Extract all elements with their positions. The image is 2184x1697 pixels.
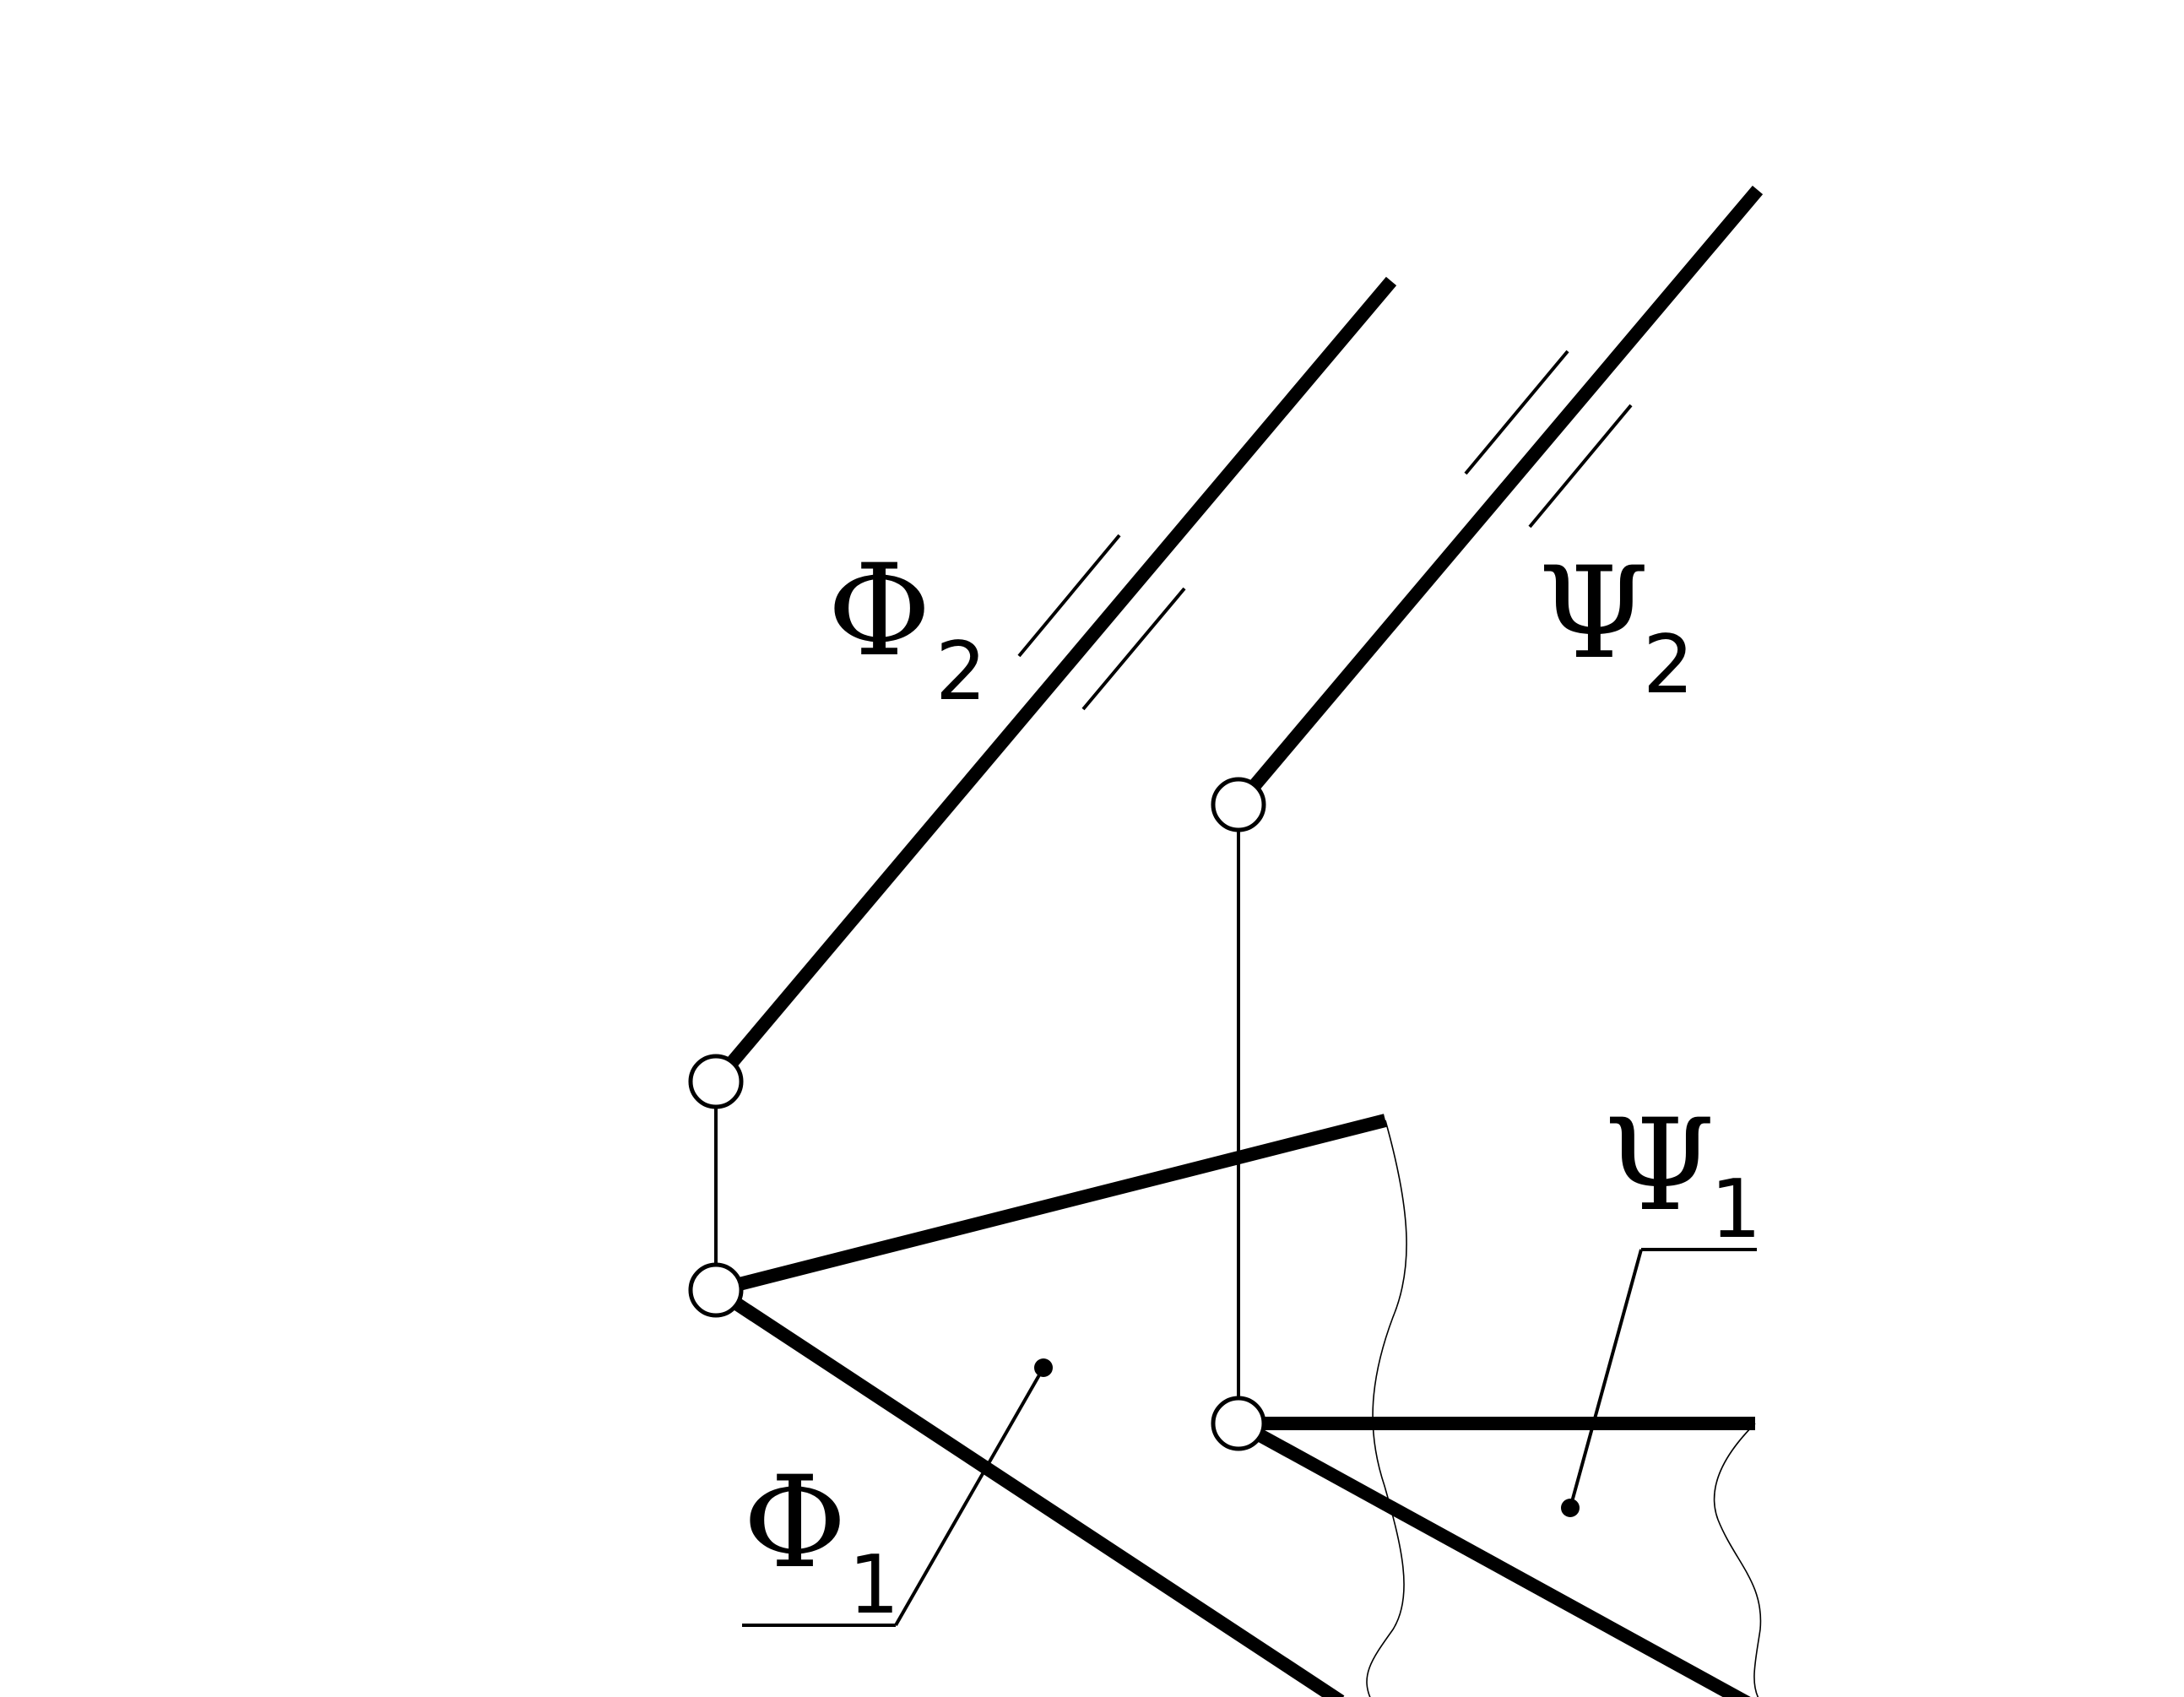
parallel-mark-phi2-b <box>1081 587 1186 711</box>
trace-psi2-line <box>1233 185 1764 810</box>
label-phi2-symbol: Φ <box>827 538 931 685</box>
trace-phi2-line <box>710 276 1397 1087</box>
label-psi2-symbol: Ψ <box>1538 540 1650 687</box>
trace-psi1-lower-line <box>1235 1417 1751 1697</box>
parallel-mark-phi2-a <box>1017 534 1121 658</box>
label-psi2: Ψ 2 <box>1538 540 1694 712</box>
leader-line-phi1 <box>894 1367 1045 1626</box>
label-phi1-subscript: 1 <box>848 1539 899 1632</box>
label-psi1: Ψ 1 <box>1604 1092 1761 1256</box>
leader-line-psi1 <box>1569 1249 1643 1509</box>
break-line-psi1 <box>1713 1423 1762 1697</box>
label-phi2-subscript: 2 <box>935 626 986 718</box>
label-psi2-subscript: 2 <box>1643 619 1694 712</box>
label-psi1-symbol: Ψ <box>1604 1092 1715 1239</box>
parallel-mark-psi2-b <box>1528 404 1633 529</box>
label-phi2: Φ 2 <box>827 538 986 718</box>
label-phi1-symbol: Φ <box>743 1450 847 1597</box>
parallel-mark-psi2-a <box>1464 350 1569 475</box>
node-phi-horizontal <box>688 1262 744 1318</box>
node-psi-frontal <box>1211 777 1266 832</box>
break-line-phi1 <box>1366 1120 1407 1697</box>
node-phi-frontal <box>688 1054 744 1109</box>
trace-phi1-lower-line <box>712 1284 1345 1697</box>
trace-phi1-upper-line <box>714 1114 1387 1297</box>
label-phi1: Φ 1 <box>743 1450 899 1632</box>
label-psi1-subscript: 1 <box>1710 1163 1761 1256</box>
node-psi-horizontal <box>1211 1396 1266 1451</box>
